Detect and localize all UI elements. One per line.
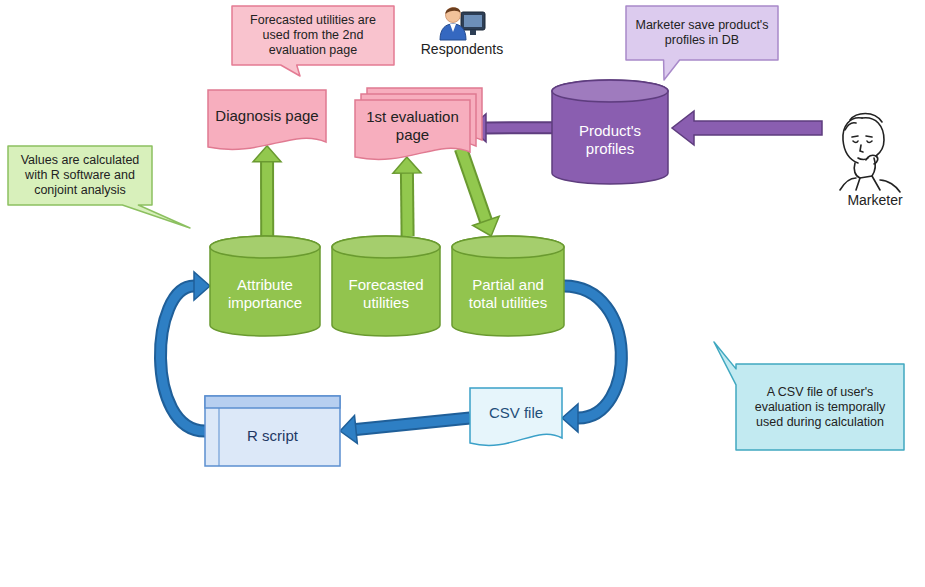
flow-arrow — [253, 146, 281, 236]
actor-label: Marketer — [836, 192, 914, 209]
node-text: Values are calculated with R software an… — [15, 153, 145, 198]
respondent-icon — [440, 7, 485, 40]
csv-document: CSV file — [470, 388, 562, 448]
database-cylinder: Partial and total utilities — [452, 236, 564, 336]
marketer-arrow — [672, 111, 822, 145]
node-text: Marketer save product's profiles in DB — [634, 18, 770, 48]
note-callout: Marketer save product's profiles in DB — [626, 6, 778, 60]
node-text: Forecasted utilities — [338, 276, 434, 312]
flow-arrow — [160, 272, 210, 431]
page-document: Diagnosis page — [208, 90, 326, 152]
flow-arrow — [562, 286, 621, 432]
node-text: 1st evaluation page — [361, 108, 464, 144]
flow-arrow — [340, 415, 470, 443]
node-text: CSV file — [489, 404, 543, 422]
actor-label: Respondents — [420, 41, 504, 58]
node-text: Forecasted utilities are used from the 2… — [240, 13, 386, 58]
node-text: Attribute importance — [216, 276, 314, 312]
node-text: A CSV file of user's evaluation is tempo… — [746, 385, 894, 430]
database-cylinder: Forecasted utilities — [332, 236, 440, 336]
marketer-icon — [840, 114, 900, 193]
script-window: R script — [205, 396, 340, 466]
database-cylinder: Attribute importance — [210, 236, 320, 336]
note-callout: Values are calculated with R software an… — [8, 146, 152, 205]
node-text: R script — [247, 427, 298, 445]
note-callout: Forecasted utilities are used from the 2… — [232, 6, 394, 65]
node-text: Diagnosis page — [215, 107, 318, 125]
database-cylinder: Product's profiles — [552, 80, 668, 184]
page-stack: 1st evaluation page — [355, 100, 470, 162]
note-callout: A CSV file of user's evaluation is tempo… — [736, 364, 904, 450]
node-text: Partial and total utilities — [458, 276, 558, 312]
flow-arrow — [393, 157, 421, 236]
flow-arrow — [461, 148, 499, 236]
node-text: Product's profiles — [558, 122, 662, 158]
